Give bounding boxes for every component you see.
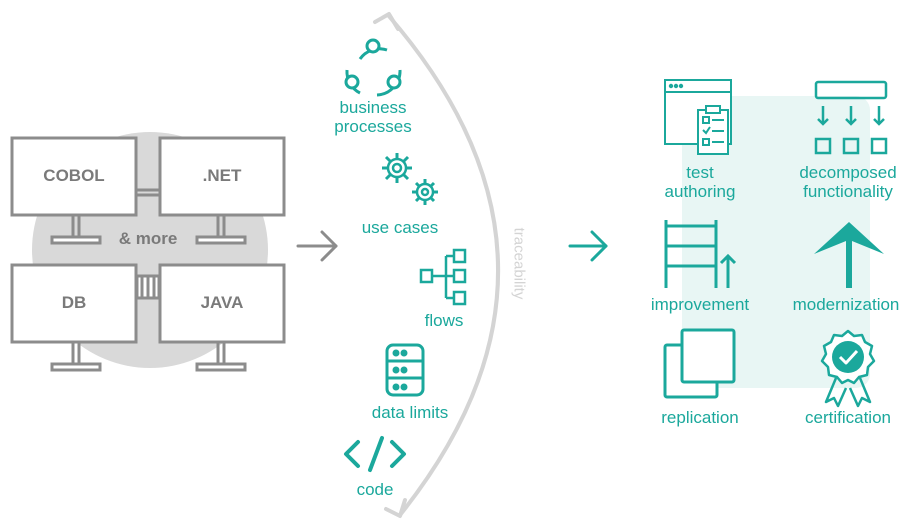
business-processes-line2: processes (334, 117, 412, 136)
arrow-up-icon (814, 222, 884, 288)
monitor-label-db: DB (61, 293, 87, 312)
decompose-icon (814, 80, 888, 155)
cycle-icon (344, 38, 402, 97)
more-label: & more (118, 229, 178, 248)
replication-label: replication (661, 408, 739, 427)
traceability-arc (373, 12, 501, 518)
decomposed-functionality-label: decomposed functionality (786, 163, 910, 201)
monitor-dotnet (158, 136, 286, 217)
ladder-icon (664, 220, 737, 288)
flowchart-icon (419, 248, 467, 306)
outcomes-highlight-panel (682, 96, 870, 388)
monitor-screens (10, 136, 286, 344)
certification-label: certification (805, 408, 891, 427)
decomposed-line2: functionality (803, 182, 893, 201)
test-authoring-line2: authoring (664, 182, 736, 201)
monitor-label-dotnet: .NET (202, 166, 242, 185)
copy-icon (663, 328, 736, 399)
gears-icon (382, 153, 438, 205)
code-label: code (356, 480, 394, 499)
modernization-label: modernization (792, 295, 900, 314)
improvement-label: improvement (650, 295, 750, 314)
gray-arrow-icon (296, 230, 338, 262)
monitor-label-java: JAVA (200, 293, 244, 312)
monitor-stands (50, 215, 247, 372)
monitor-cobol (10, 136, 138, 217)
monitor-label-cobol: COBOL (43, 166, 105, 185)
test-authoring-line1: test (686, 163, 714, 182)
business-processes-line1: business (339, 98, 407, 117)
business-processes-label: business processes (318, 98, 428, 136)
monitor-db (10, 263, 138, 344)
data-limits-label: data limits (371, 403, 449, 422)
traceability-label: traceability (510, 227, 528, 300)
monitor-java (158, 263, 286, 344)
test-authoring-label: test authoring (650, 163, 750, 201)
teal-arrow-icon (568, 230, 608, 262)
badge-icon (820, 329, 876, 408)
use-cases-label: use cases (361, 218, 439, 237)
checklist-icon (664, 79, 732, 155)
decomposed-line1: decomposed (799, 163, 897, 182)
flows-label: flows (424, 311, 464, 330)
code-icon (344, 436, 406, 472)
database-icon (385, 343, 425, 397)
